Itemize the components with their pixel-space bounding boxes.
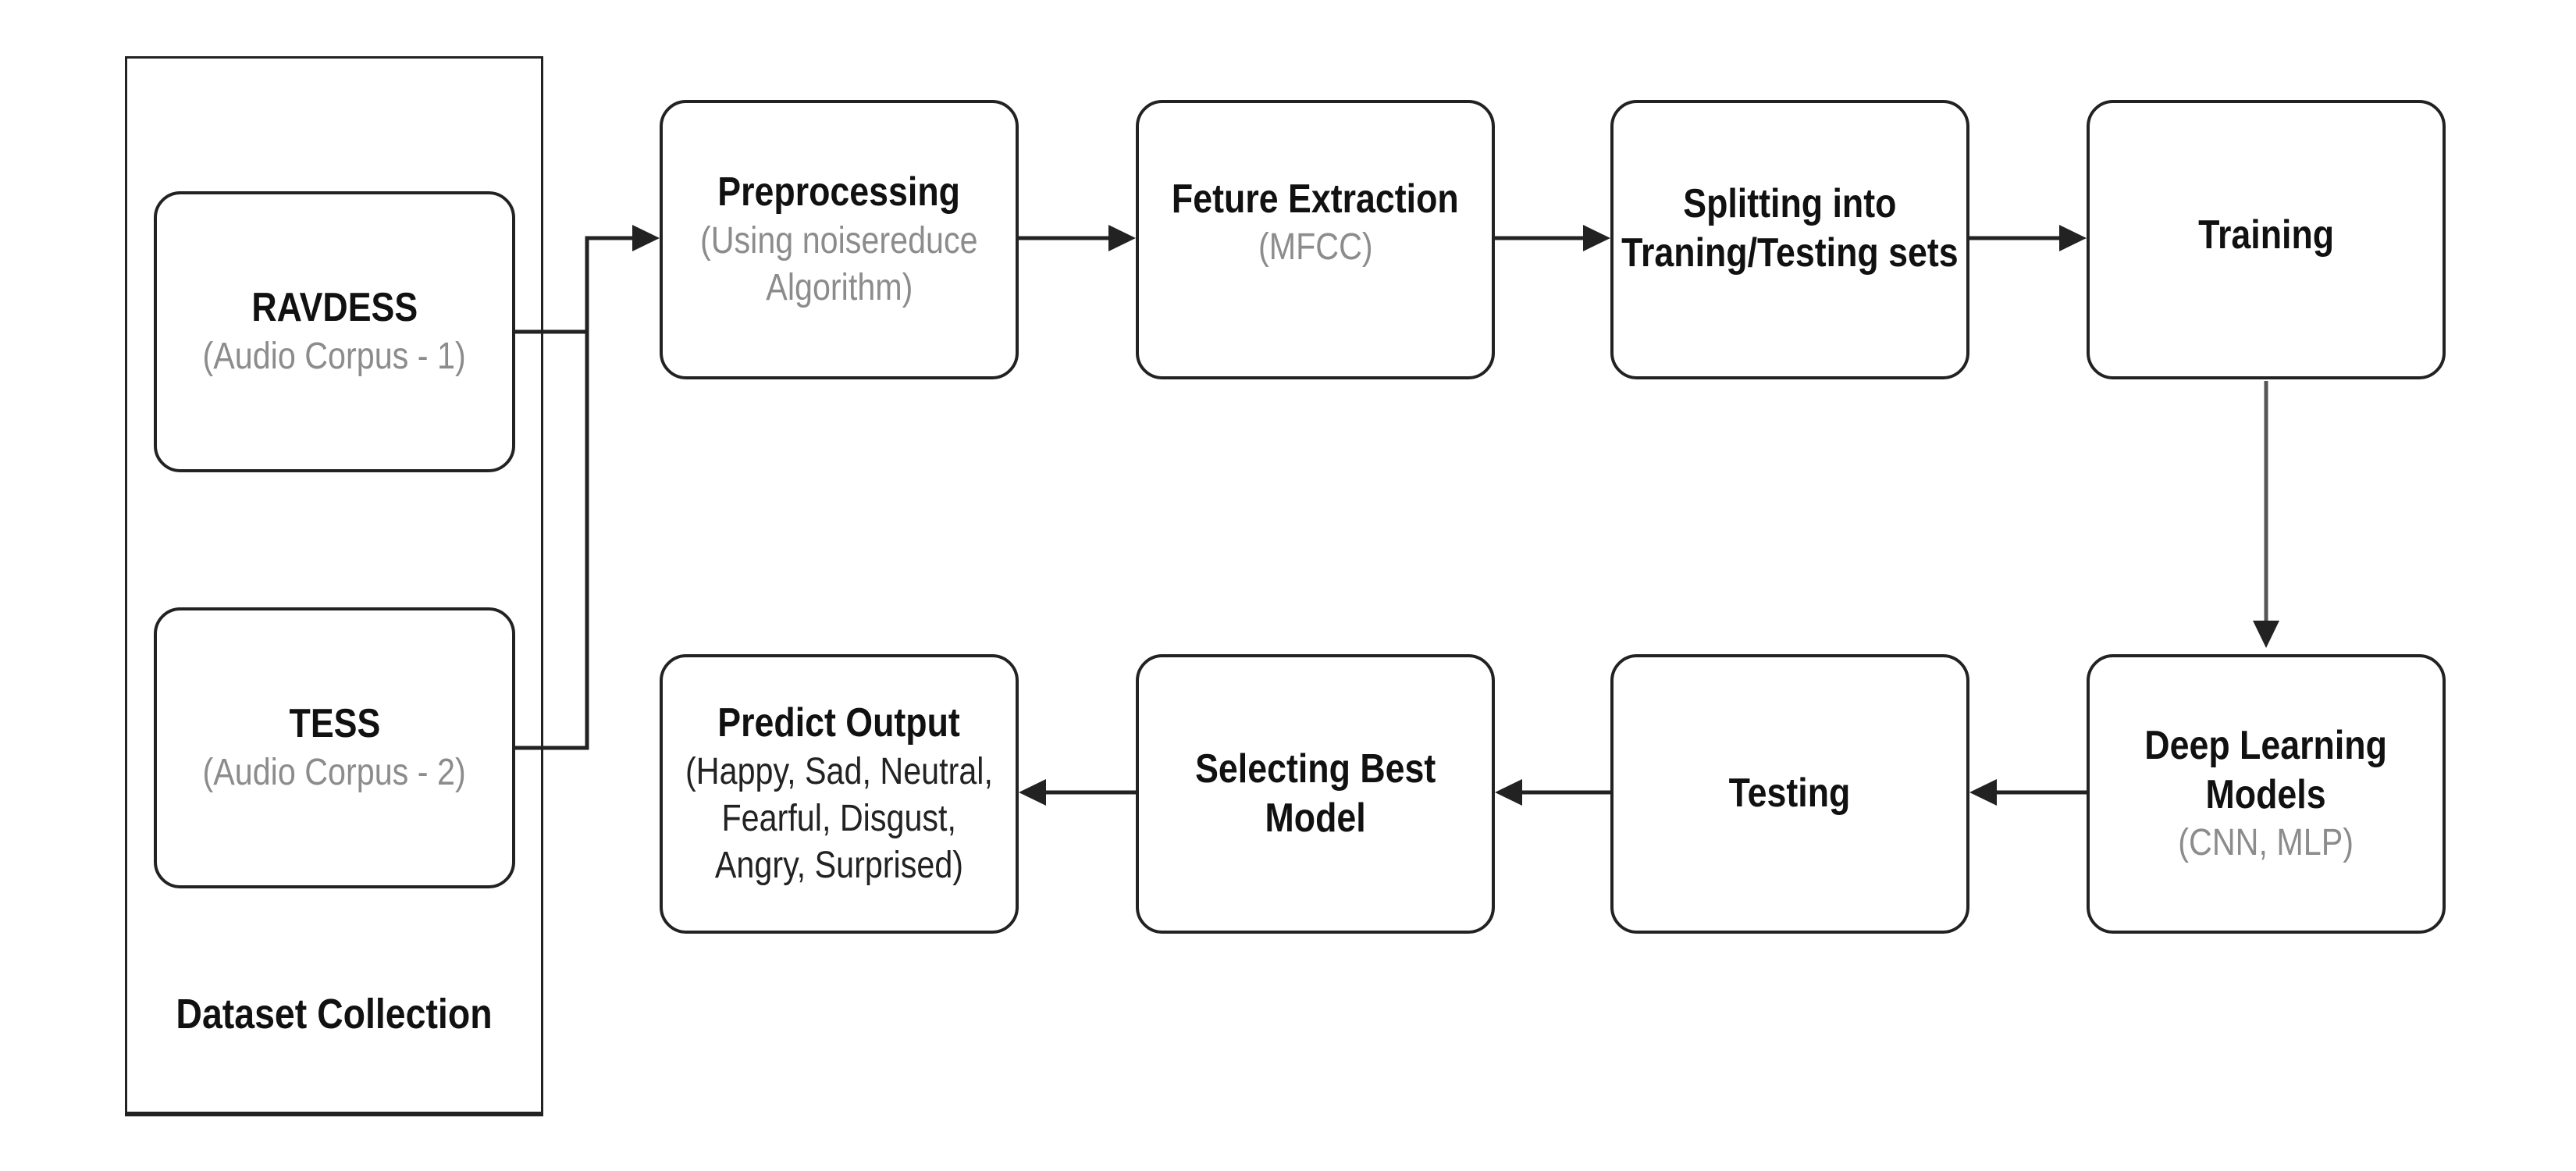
- arrowhead-deep-learning: [2253, 621, 2279, 648]
- deep-learning-title-line-1: Deep Learning: [2144, 722, 2388, 768]
- arrowhead-splitting: [1583, 225, 1610, 251]
- arrowhead-feature: [1108, 225, 1136, 251]
- tess-detail: (Audio Corpus - 2): [202, 751, 467, 793]
- ravdess-title: RAVDESS: [251, 285, 418, 331]
- training-title: Training: [2198, 212, 2334, 258]
- arrowhead-testing: [1969, 779, 1997, 806]
- preprocessing-title: Preprocessing: [717, 169, 961, 215]
- feature-extraction-detail: (MFCC): [1258, 226, 1373, 269]
- splitting-node: Splitting into Traning/Testing sets: [1610, 100, 1969, 379]
- selecting-best-model-node: Selecting Best Model: [1136, 654, 1495, 934]
- selecting-title-line-1: Selecting Best: [1194, 746, 1436, 792]
- preprocessing-node: Preprocessing (Using noisereduce Algorit…: [660, 100, 1019, 379]
- feature-extraction-node: Feture Extraction (MFCC): [1136, 100, 1495, 379]
- connector-tess-to-preprocessing: [515, 236, 632, 750]
- testing-node: Testing: [1610, 654, 1969, 934]
- testing-title: Testing: [1729, 771, 1851, 817]
- deep-learning-node: Deep Learning Models (CNN, MLP): [2087, 654, 2446, 934]
- dataset-panel-base-line: [125, 1112, 543, 1116]
- selecting-title-line-2: Model: [1265, 795, 1366, 841]
- predict-output-detail-line-2: Fearful, Disgust,: [721, 797, 957, 839]
- predict-output-detail-line-3: Angry, Surprised): [714, 844, 964, 886]
- ravdess-detail: (Audio Corpus - 1): [202, 335, 467, 377]
- splitting-title-line-1: Splitting into: [1683, 181, 1897, 226]
- feature-extraction-title: Feture Extraction: [1172, 176, 1459, 222]
- preprocessing-detail-line-2: Algorithm): [765, 266, 913, 308]
- predict-output-title: Predict Output: [717, 700, 961, 746]
- predict-output-detail-line-1: (Happy, Sad, Neutral,: [685, 750, 993, 792]
- training-node: Training: [2087, 100, 2446, 379]
- splitting-title-line-2: Traning/Testing sets: [1621, 230, 1959, 276]
- deep-learning-detail: (CNN, MLP): [2178, 822, 2354, 864]
- tess-node: TESS (Audio Corpus - 2): [154, 607, 515, 888]
- tess-title: TESS: [289, 701, 380, 747]
- ravdess-node: RAVDESS (Audio Corpus - 1): [154, 191, 515, 472]
- arrowhead-preprocessing: [632, 225, 660, 251]
- arrowhead-predict: [1019, 779, 1046, 806]
- dataset-collection-label: Dataset Collection: [176, 991, 493, 1038]
- preprocessing-detail-line-1: (Using noisereduce: [700, 219, 978, 262]
- deep-learning-title-line-2: Models: [2205, 772, 2327, 817]
- arrowhead-training: [2059, 225, 2087, 251]
- predict-output-node: Predict Output (Happy, Sad, Neutral, Fea…: [660, 654, 1019, 934]
- arrowhead-selecting: [1495, 779, 1522, 806]
